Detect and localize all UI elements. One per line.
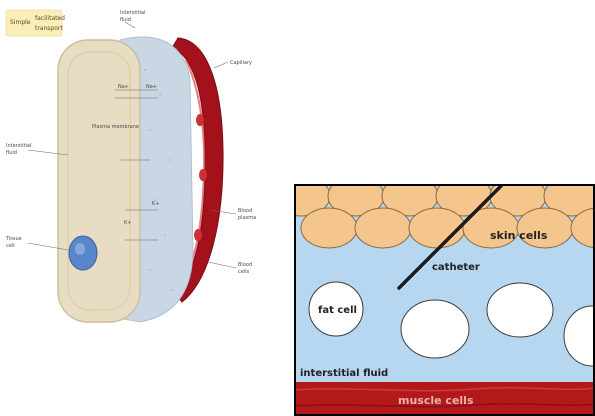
legend-text-facilitated: facilitated (35, 15, 65, 22)
label-blood-cells-2: cells (238, 269, 250, 275)
label-marker-na-2: Na+ (146, 84, 157, 90)
label-plasma-membrane: Plasma membrane (92, 124, 139, 130)
blood-cell (199, 169, 207, 181)
label-interstitial-fluid-top-2: fluid (120, 17, 131, 23)
label-marker-k-1: K+ (152, 201, 159, 207)
label-marker-na-1: Na+ (118, 84, 129, 90)
label-interstitial-fluid-left-2: fluid (6, 150, 17, 156)
label-catheter: catheter (432, 262, 480, 273)
legend-box: Simple facilitated transport (6, 10, 65, 36)
legend-text-simple: Simple (10, 19, 31, 26)
skin-cells-layer (294, 184, 595, 248)
label-marker-k-2: K+ (124, 220, 131, 226)
label-blood-cells: Blood (238, 262, 252, 268)
label-interstitial-fluid: interstitial fluid (300, 368, 388, 379)
label-blood-plasma: Blood (238, 208, 252, 214)
label-skin-cells: skin cells (490, 229, 548, 242)
legend-text-transport: transport (35, 25, 63, 32)
fat-cell (487, 283, 553, 337)
catheter-diagram: skin cells catheter fat cell interstitia… (294, 184, 595, 416)
blood-cell (194, 229, 202, 241)
tissue-cell-diagram: Simple facilitated transport (0, 0, 290, 340)
fat-cell (401, 300, 469, 358)
label-fat-cell: fat cell (318, 305, 357, 316)
label-interstitial-fluid-left: Interstitial (6, 143, 32, 149)
label-interstitial-fluid-top: Interstitial (120, 10, 146, 16)
label-capillary: Capillary (230, 60, 252, 66)
label-tissue-cell: Tissue (5, 236, 22, 242)
label-muscle-cells: muscle cells (398, 394, 474, 407)
label-blood-plasma-2: plasma (238, 215, 256, 221)
blood-cell (196, 114, 204, 126)
label-tissue-cell-2: cell (6, 243, 15, 249)
